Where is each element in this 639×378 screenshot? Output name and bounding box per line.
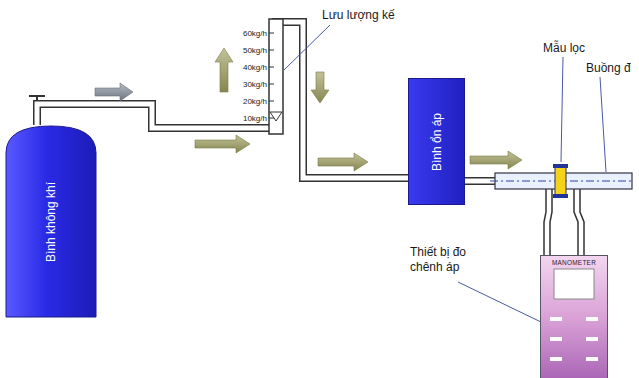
air-tank: Bình không khí bbox=[5, 125, 97, 318]
scale-value: 10kg/h bbox=[243, 113, 267, 124]
pressure-stabiliser: Bình ổn áp bbox=[408, 78, 465, 205]
filter-cap bbox=[553, 164, 568, 168]
manometer-button bbox=[550, 317, 562, 321]
flow-arrow bbox=[215, 48, 233, 92]
label-holder: 10kg/h bbox=[234, 113, 267, 124]
part-label: Lưu lượng kế bbox=[322, 8, 395, 23]
node-label: Bình không khí bbox=[44, 181, 58, 261]
manometer-button bbox=[550, 337, 562, 341]
label-holder: 50kg/h bbox=[234, 45, 267, 56]
part-label: Thiết bị đo chênh áp bbox=[410, 245, 492, 275]
filter-cap bbox=[553, 194, 568, 198]
valve-stem bbox=[36, 96, 38, 101]
scale-value: 20kg/h bbox=[243, 96, 267, 107]
flow-arrow bbox=[95, 83, 133, 101]
label-holder: Buồng đ bbox=[586, 61, 636, 76]
node-label: Bình ổn áp bbox=[430, 112, 444, 170]
filter-sample bbox=[555, 167, 566, 195]
node-label: MANOMETER bbox=[540, 255, 608, 267]
pressure-tubes bbox=[544, 189, 584, 256]
manometer: MANOMETER bbox=[540, 255, 608, 378]
tank-body bbox=[6, 126, 96, 317]
manometer-button bbox=[586, 317, 598, 321]
flow-arrow bbox=[470, 151, 522, 169]
flow-arrow bbox=[311, 72, 329, 103]
manometer-screen bbox=[554, 269, 594, 299]
scale-value: 40kg/h bbox=[243, 62, 267, 73]
part-label: Buồng đ bbox=[586, 61, 631, 76]
flow-arrow bbox=[318, 153, 368, 171]
flow-arrow bbox=[195, 135, 250, 153]
flowmeter-float bbox=[270, 112, 282, 121]
label-holder: Lưu lượng kế bbox=[322, 8, 412, 23]
label-holder: 40kg/h bbox=[234, 62, 267, 73]
scale-value: 50kg/h bbox=[243, 45, 267, 56]
scale-value: 30kg/h bbox=[243, 79, 267, 90]
node-outline bbox=[540, 255, 608, 378]
part-label: Mẫu lọc bbox=[543, 41, 585, 56]
label-holder: 60kg/h bbox=[234, 28, 267, 39]
label-holder: 20kg/h bbox=[234, 96, 267, 107]
scale-value: 60kg/h bbox=[243, 28, 267, 39]
flowmeter-ticks bbox=[269, 33, 274, 118]
manometer-button bbox=[586, 357, 598, 361]
manometer-button bbox=[550, 357, 562, 361]
label-holder: Mẫu lọc bbox=[543, 41, 603, 56]
manometer-body bbox=[541, 256, 608, 378]
stabiliser-body bbox=[409, 79, 465, 205]
label-holder: Thiết bị đo chênh áp bbox=[410, 245, 492, 275]
flowmeter-tube bbox=[269, 19, 283, 134]
leader-lines bbox=[284, 25, 606, 322]
label-holder: 30kg/h bbox=[234, 79, 267, 90]
manometer-button bbox=[586, 337, 598, 341]
